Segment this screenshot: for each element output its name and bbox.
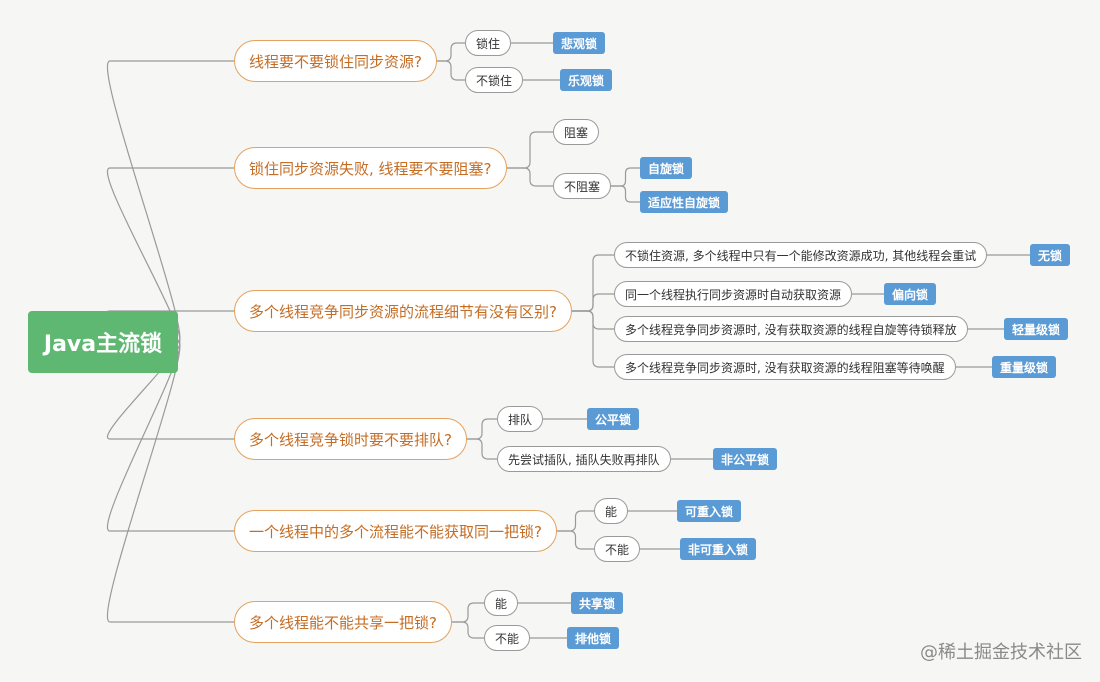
- connector: [572, 293, 614, 312]
- lock-type-tag: 适应性自旋锁: [640, 191, 729, 213]
- lock-type-tag: 排他锁: [567, 627, 620, 649]
- option-node: 锁住: [465, 30, 512, 56]
- question-node: 线程要不要锁住同步资源?: [234, 40, 437, 82]
- lock-type-tag: 自旋锁: [640, 157, 693, 179]
- lock-type-tag: 非公平锁: [713, 448, 778, 470]
- option-node: 不锁住资源, 多个线程中只有一个能修改资源成功, 其他线程会重试: [614, 242, 988, 268]
- question-node: 锁住同步资源失败, 线程要不要阻塞?: [234, 147, 507, 189]
- connector: [467, 418, 497, 440]
- question-node: 多个线程竞争同步资源的流程细节有没有区别?: [234, 290, 572, 332]
- connector: [557, 530, 594, 550]
- connector: [452, 602, 484, 623]
- option-node: 先尝试插队, 插队失败再排队: [497, 446, 671, 472]
- lock-type-tag: 公平锁: [587, 408, 640, 430]
- lock-type-tag: 非可重入锁: [680, 538, 757, 560]
- option-node: 能: [484, 590, 519, 616]
- question-node: 多个线程能不能共享一把锁?: [234, 601, 452, 643]
- question-node: 多个线程竞争锁时要不要排队?: [234, 418, 467, 460]
- option-node: 多个线程竞争同步资源时, 没有获取资源的线程自旋等待锁释放: [614, 316, 968, 342]
- option-node: 阻塞: [553, 119, 600, 145]
- lock-type-tag: 可重入锁: [677, 500, 742, 522]
- option-node: 不能: [594, 536, 641, 562]
- connector: [611, 167, 640, 187]
- lock-type-tag: 共享锁: [571, 592, 624, 614]
- option-node: 不阻塞: [553, 173, 612, 199]
- watermark: @稀土掘金技术社区: [920, 642, 1082, 663]
- connector: [557, 510, 594, 532]
- option-node: 排队: [497, 406, 544, 432]
- option-node: 能: [594, 498, 629, 524]
- connector: [611, 185, 640, 203]
- option-node: 同一个线程执行同步资源时自动获取资源: [614, 281, 853, 307]
- connector: [507, 167, 553, 187]
- connector: [107, 341, 234, 532]
- root-node: Java主流锁: [28, 311, 178, 373]
- lock-type-tag: 乐观锁: [560, 69, 613, 91]
- connector: [507, 131, 553, 169]
- connector: [106, 341, 234, 623]
- option-node: 不锁住: [465, 67, 524, 93]
- connector: [452, 621, 484, 639]
- lock-type-tag: 悲观锁: [553, 32, 606, 54]
- option-node: 不能: [484, 625, 531, 651]
- connector: [572, 310, 614, 368]
- connector: [106, 341, 234, 440]
- connector: [106, 60, 234, 343]
- option-node: 多个线程竞争同步资源时, 没有获取资源的线程阻塞等待唤醒: [614, 354, 956, 380]
- lock-type-tag: 轻量级锁: [1004, 318, 1069, 340]
- lock-type-tag: 重量级锁: [992, 356, 1057, 378]
- connector: [437, 42, 465, 62]
- connector: [437, 60, 465, 81]
- question-node: 一个线程中的多个流程能不能获取同一把锁?: [234, 510, 557, 552]
- connector: [107, 167, 234, 343]
- lock-type-tag: 无锁: [1030, 244, 1071, 266]
- connector: [467, 438, 497, 460]
- lock-type-tag: 偏向锁: [884, 283, 937, 305]
